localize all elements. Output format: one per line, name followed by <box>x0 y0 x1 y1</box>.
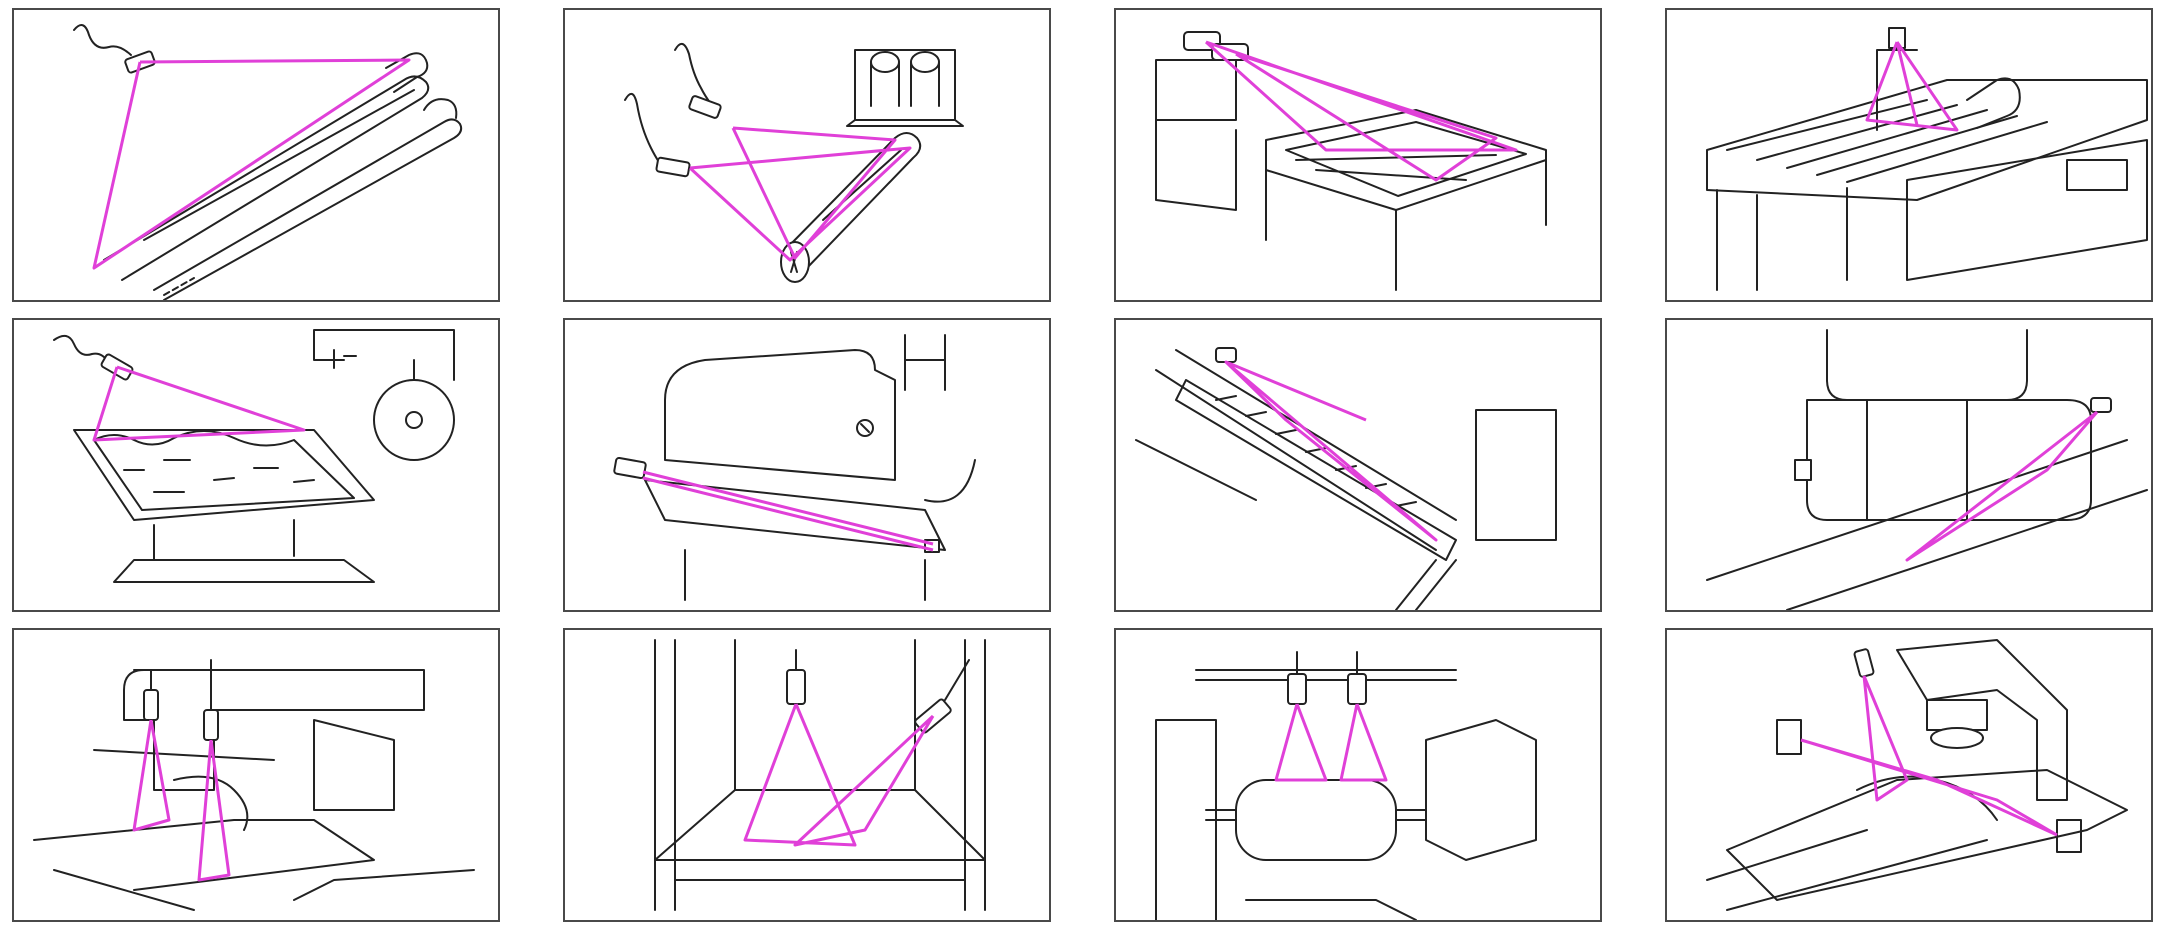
panel-10-rack-frame <box>563 628 1051 922</box>
sensor-icon <box>1347 673 1367 705</box>
drive-housing-icon <box>1425 719 1537 861</box>
sensor-icon <box>143 689 159 721</box>
rack-frame-illustration <box>654 639 986 911</box>
panel-11-shaft-roll <box>1114 628 1602 922</box>
sensor-icon <box>655 156 691 178</box>
roll-web-illustration <box>624 43 964 283</box>
sensor-icon <box>1287 673 1307 705</box>
roller-conveyor-illustration <box>1135 347 1557 610</box>
sheet-table-illustration <box>1155 31 1547 291</box>
reflector-icon <box>1776 719 1802 755</box>
cutting-table-illustration <box>53 329 455 583</box>
press-head-icon <box>1926 699 1988 731</box>
beam-path <box>92 365 306 442</box>
sensor-icon <box>786 669 806 705</box>
beam-path <box>1224 360 1438 542</box>
panel-9-sewing-machine <box>12 628 500 922</box>
beam-path <box>1905 410 2099 562</box>
panel-8-machine-head <box>1665 318 2153 612</box>
beam-path <box>1204 40 1518 182</box>
panel-2-roll-web <box>563 8 1051 302</box>
control-box-icon <box>2066 159 2128 191</box>
sensor-icon <box>613 456 647 480</box>
beam-path <box>1274 703 1388 782</box>
beam-path <box>688 126 912 262</box>
roll-cylinder-icon <box>1235 779 1397 861</box>
sensor-icon <box>2090 397 2112 413</box>
press-ram-icon <box>664 349 896 481</box>
press-brake-illustration <box>613 334 976 601</box>
rod-bar-illustration <box>73 24 463 300</box>
machine-head-illustration <box>1706 329 2148 610</box>
beam-path <box>642 470 934 552</box>
pressing-head-illustration <box>1706 639 2128 911</box>
beam-path <box>1800 675 2058 837</box>
beam-path <box>132 719 231 882</box>
sensor-icon <box>203 709 219 741</box>
machine-head-icon <box>1806 399 2092 521</box>
conveyor-saw-illustration <box>1706 27 2148 291</box>
beam-path <box>1865 41 1959 132</box>
shaft-roll-illustration <box>1155 651 1537 920</box>
sensor-icon <box>1215 347 1237 363</box>
panel-3-sheet-table <box>1114 8 1602 302</box>
panel-12-pressing-head <box>1665 628 2153 922</box>
panel-7-roller-conveyor <box>1114 318 1602 612</box>
panel-5-cutting-table <box>12 318 500 612</box>
motor-box-icon <box>1475 409 1557 541</box>
sensor-icon <box>1853 648 1875 678</box>
sewing-machine-illustration <box>33 659 475 911</box>
sensor-housing-icon <box>1155 59 1237 121</box>
press-frame-icon <box>1896 639 2068 801</box>
panel-4-conveyor-saw <box>1665 8 2153 302</box>
machine-base-icon <box>313 719 395 811</box>
beam-path <box>92 58 411 270</box>
panel-6-press-brake <box>563 318 1051 612</box>
panel-1-rod-bar-stock <box>12 8 500 302</box>
sensor-icon <box>688 95 722 119</box>
beam-path <box>743 703 935 847</box>
switch-icon <box>1794 459 1812 481</box>
